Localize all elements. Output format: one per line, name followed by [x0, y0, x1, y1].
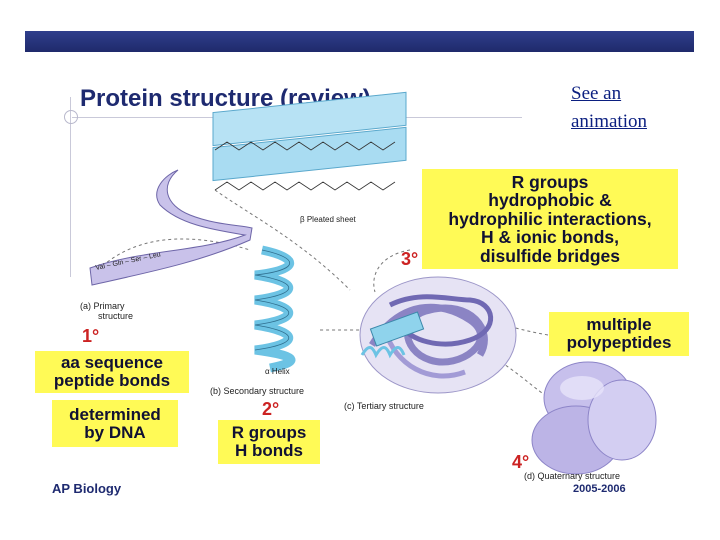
- primary-callout-line-1: aa sequence: [60, 353, 164, 373]
- sheet-backbone-1: [214, 141, 396, 151]
- tertiary-level-marker: 3°: [401, 249, 419, 269]
- tertiary-sheet-segment: [369, 311, 425, 347]
- dna-callout-line-1: determined: [69, 404, 161, 424]
- secondary-structure-label: (b) Secondary structure: [210, 386, 305, 396]
- animation-link-line-1[interactable]: See an: [571, 83, 622, 104]
- quaternary-highlight: [560, 376, 604, 400]
- quaternary-callout: multiple polypeptides: [549, 312, 689, 356]
- dna-callout-line-2: by DNA: [84, 422, 146, 442]
- tertiary-callout-line-1: R groups: [511, 172, 589, 193]
- tertiary-ribbon-2: [388, 294, 494, 347]
- connector-r3-tertiary: [373, 249, 411, 293]
- tertiary-callout-line-3: hydrophilic interactions,: [448, 208, 652, 229]
- tertiary-callout-line-5: disulfide bridges: [479, 245, 620, 266]
- primary-structure-label: (a) Primary structure: [80, 301, 134, 322]
- secondary-callout-line-1: R groups: [231, 423, 307, 443]
- quaternary-callout-line-2: polypeptides: [566, 333, 672, 352]
- tertiary-ribbon-1: [369, 303, 488, 366]
- helix-label: α Helix: [265, 367, 290, 376]
- margin-rule: [70, 97, 71, 277]
- tertiary-callout: R groups hydrophobic & hydrophilic inter…: [422, 169, 678, 269]
- beta-sheet: β Pleated sheet: [212, 91, 407, 224]
- helix-backbone: [254, 249, 291, 351]
- tertiary-callout-line-4: H & ionic bonds,: [480, 227, 620, 248]
- secondary-callout-line-2: H bonds: [234, 441, 303, 460]
- primary-label-line-2: structure: [98, 310, 134, 321]
- beta-strand-2: [212, 126, 407, 182]
- primary-ribbon: Val – Gln – Ser – Leu: [89, 169, 253, 286]
- footer-year-label: 2005-2006: [573, 483, 626, 495]
- primary-callout: aa sequence peptide bonds: [35, 351, 189, 393]
- primary-callout-line-2: peptide bonds: [53, 371, 171, 390]
- crosshair-mark: [64, 110, 78, 124]
- tertiary-callout-line-2: hydrophobic &: [488, 190, 612, 211]
- tertiary-helix-segment: [360, 346, 406, 359]
- connector-tertiary-quaternary: [479, 349, 546, 396]
- tertiary-surface: [359, 276, 517, 394]
- connector-primary-secondary: [97, 238, 251, 271]
- quaternary-structure: [531, 361, 657, 475]
- connector-sheet-tertiary: [214, 189, 351, 291]
- quaternary-structure-label: (d) Quaternary structure: [524, 471, 621, 481]
- secondary-callout: R groups H bonds: [218, 420, 320, 464]
- primary-level-marker: 1°: [82, 326, 100, 346]
- pleated-sheet-label: β Pleated sheet: [300, 215, 357, 224]
- sheet-backbone-2: [214, 181, 396, 191]
- primary-label-line-1: (a) Primary: [80, 301, 125, 311]
- quaternary-subunit-3: [587, 379, 657, 461]
- tertiary-structure-label: (c) Tertiary structure: [344, 401, 424, 411]
- animation-link-line-2[interactable]: animation: [571, 111, 647, 132]
- footer-course-label: AP Biology: [52, 481, 122, 496]
- tertiary-structure: [359, 276, 517, 394]
- secondary-level-marker: 2°: [262, 399, 280, 419]
- connector-multi-tertiary: [494, 321, 549, 336]
- beta-strand-1: [212, 91, 407, 147]
- quaternary-level-marker: 4°: [512, 452, 530, 472]
- animation-link[interactable]: See an animation: [571, 80, 647, 136]
- primary-dna-callout: determined by DNA: [52, 400, 178, 447]
- quaternary-callout-line-1: multiple: [586, 315, 652, 335]
- top-banner: [25, 31, 694, 52]
- alpha-helix: α Helix: [254, 245, 296, 376]
